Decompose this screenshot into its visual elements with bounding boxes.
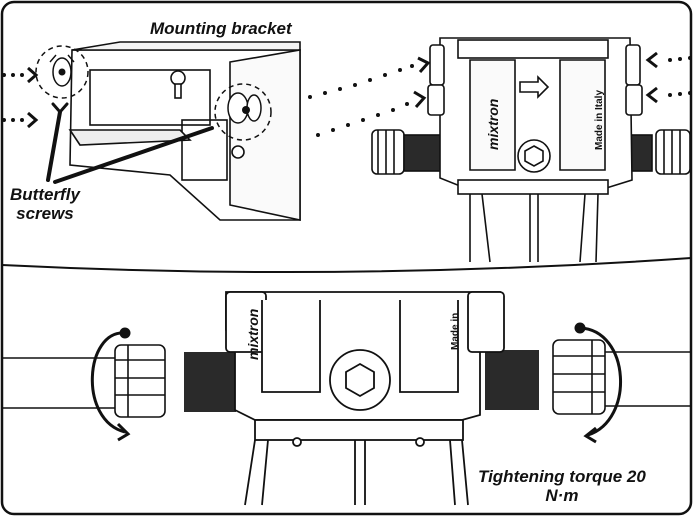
brand-logo-top: mixtron [485,99,501,150]
tightening-torque-label: Tightening torque 20 N·m [478,467,646,505]
mounting-bracket [68,41,301,221]
butterfly-leader-lines [46,102,214,184]
brand-logo-bottom: mixtron [245,309,261,360]
butterfly-label-line1: Butterfly [10,185,80,204]
pipe-right [605,351,691,407]
made-in-italy-top: Made in Italy [594,90,605,150]
valve-body-top [371,37,691,263]
rotation-arrow-left [90,327,131,442]
thread-left [184,352,236,412]
butterfly-screw-left [35,45,89,99]
made-in-bottom: Made in [450,313,461,350]
rotation-arrow-right [574,322,622,444]
torque-label-line2: N·m [545,485,579,505]
torque-label-line1: Tightening torque 20 [478,467,646,486]
dotted-guide-lines [308,51,692,137]
butterfly-screws-label: Butterfly screws [10,185,80,223]
dotted-arrows-left [2,66,39,129]
union-nut-right [552,339,606,415]
valve-body-bottom [225,291,505,506]
thread-right [485,350,539,410]
butterfly-screw-right [214,83,272,141]
mounting-bracket-label: Mounting bracket [150,19,292,38]
union-nut-left [114,344,166,418]
section-divider [1,257,692,274]
butterfly-label-line2: screws [16,203,74,223]
